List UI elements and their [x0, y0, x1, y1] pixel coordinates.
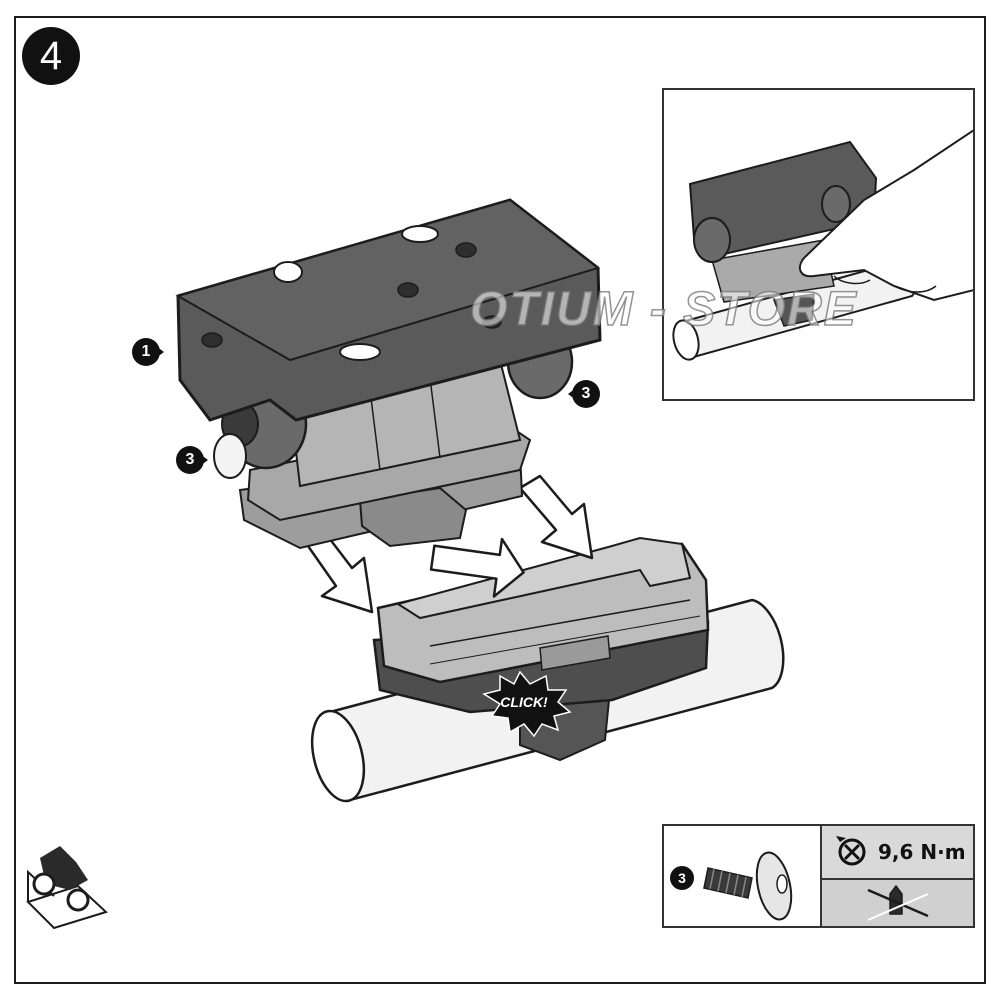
step-number-badge: 4 — [22, 27, 80, 85]
spec-no-threadlock-cell — [820, 878, 973, 926]
spec-callout-part-3: 3 — [670, 866, 694, 890]
click-burst — [482, 670, 572, 738]
callout-part-3-right: 3 — [568, 380, 600, 408]
callout-part-3-left: 3 — [176, 446, 208, 474]
diagram-frame — [14, 16, 986, 984]
inset-illustration — [672, 129, 973, 361]
callout-part-3-right-label: 3 — [581, 385, 591, 402]
detail-inset — [662, 88, 975, 401]
screw-icon — [703, 851, 793, 921]
callout-part-1: 1 — [132, 338, 164, 366]
callout-part-3-left-label: 3 — [185, 451, 195, 468]
no-threadlocker-icon — [867, 884, 929, 921]
torque-spec-box: 3 9,6 N·m — [662, 824, 975, 928]
spec-torque-cell: 9,6 N·m — [820, 826, 973, 878]
spec-callout-label: 3 — [678, 870, 686, 886]
torque-value: 9,6 N·m — [878, 840, 966, 864]
torque-wrench-icon — [836, 836, 866, 866]
click-label: CLICK! — [500, 694, 548, 710]
motorcycle-icon — [26, 846, 108, 930]
callout-part-1-label: 1 — [141, 343, 151, 360]
bar-clamp-base — [372, 536, 710, 762]
step-number: 4 — [39, 33, 63, 78]
spec-screw-cell: 3 — [664, 826, 820, 926]
slide-arrows — [306, 474, 594, 614]
phone-mount-head — [175, 198, 602, 550]
